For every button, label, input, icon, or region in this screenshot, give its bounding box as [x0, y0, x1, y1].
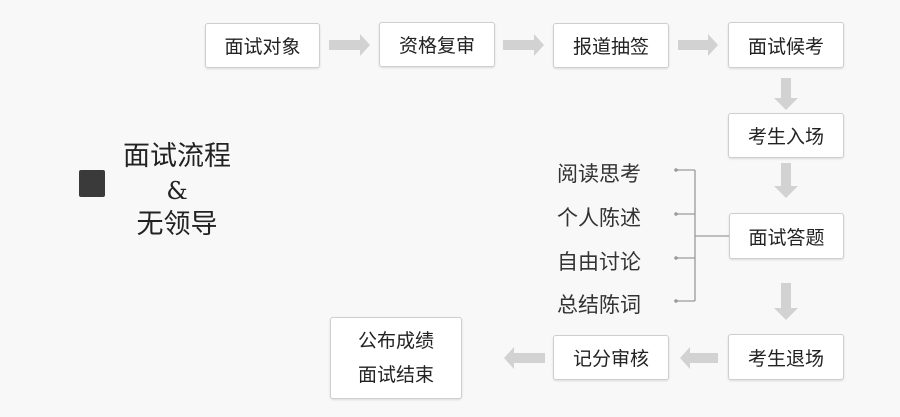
arrow-down-3	[774, 283, 798, 320]
title-line-3: 无领导	[136, 209, 218, 240]
node-enter-room: 考生入场	[728, 113, 844, 158]
title-line-1: 面试流程	[123, 141, 231, 172]
answer-step-summary: 总结陈词	[557, 293, 641, 317]
node-label-line-1: 公布成绩	[357, 330, 434, 352]
arrow-left-1	[680, 347, 718, 369]
node-label: 面试对象	[224, 36, 301, 58]
node-scoring-review: 记分审核	[553, 335, 669, 380]
bracket-dot-3	[674, 256, 678, 260]
node-label: 面试候考	[747, 35, 824, 58]
answer-step-personal-statement: 个人陈述	[557, 206, 641, 230]
node-qualification-review: 资格复审	[379, 22, 495, 67]
node-label: 记分审核	[572, 348, 649, 370]
node-label: 报道抽签	[572, 36, 649, 58]
arrow-right-1	[329, 34, 370, 56]
arrow-left-2	[504, 347, 545, 369]
arrow-down-1	[774, 78, 798, 110]
node-label-line-2: 面试结束	[357, 364, 434, 386]
title-line-2: &	[166, 177, 188, 205]
answer-step-read-think: 阅读思考	[557, 162, 641, 186]
node-label: 资格复审	[398, 35, 475, 57]
node-publish-results: 公布成绩 面试结束	[330, 317, 462, 399]
node-exit-room: 考生退场	[728, 334, 844, 380]
answer-step-free-discussion: 自由讨论	[557, 250, 641, 274]
node-check-in-draw: 报道抽签	[553, 23, 669, 68]
node-label: 考生入场	[747, 126, 824, 148]
bracket-dot-4	[674, 299, 678, 303]
node-answering: 面试答题	[729, 213, 844, 259]
diagram-title: 面试流程 & 无领导	[122, 140, 232, 242]
bracket-dot-2	[674, 212, 678, 216]
node-label: 面试答题	[748, 226, 825, 249]
arrow-right-2	[503, 34, 544, 56]
node-waiting: 面试候考	[728, 22, 844, 68]
arrow-right-3	[678, 34, 718, 56]
node-interview-target: 面试对象	[205, 23, 320, 68]
title-marker	[79, 170, 105, 197]
node-label: 考生退场	[747, 347, 824, 370]
arrow-down-2	[774, 163, 798, 198]
bracket-dot-1	[674, 168, 678, 172]
